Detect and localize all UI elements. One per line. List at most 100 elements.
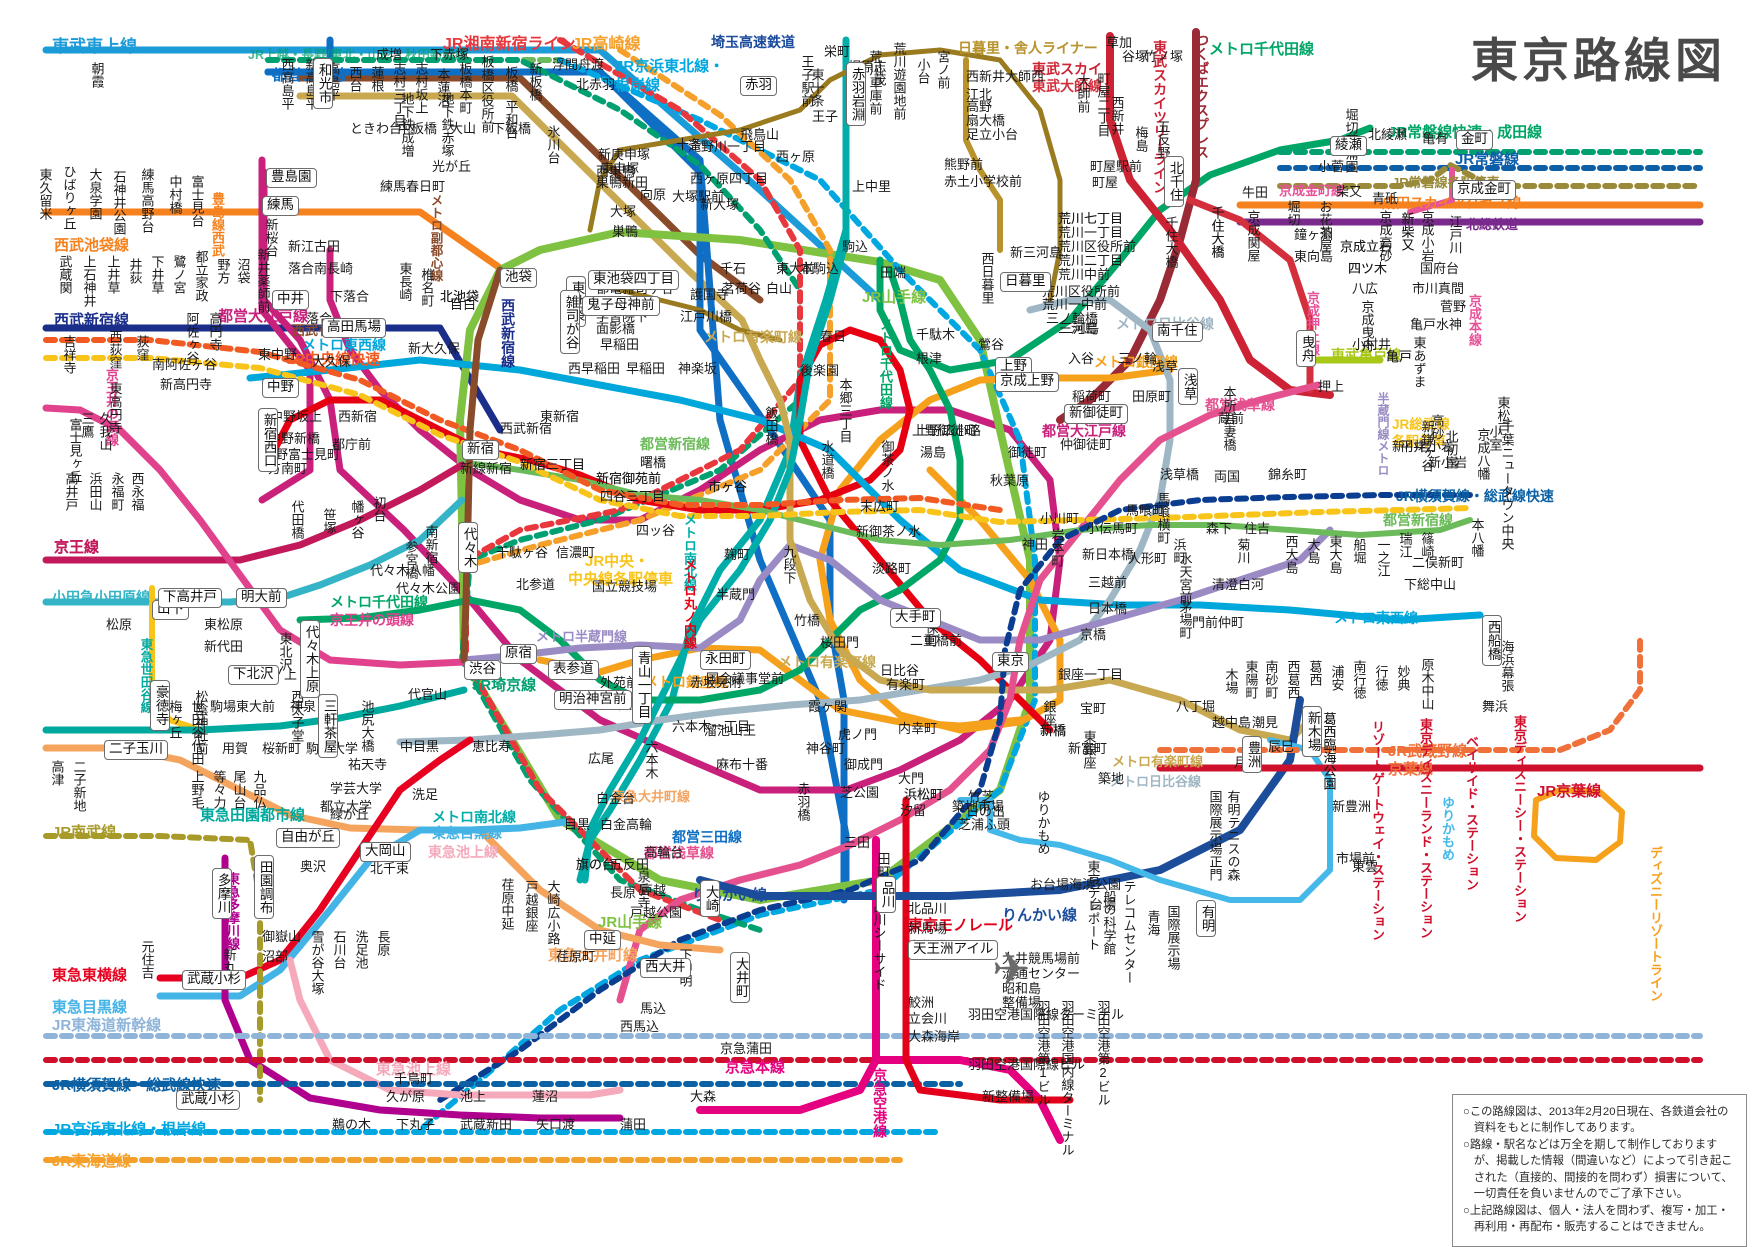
station-label[interactable]: 上石神井 — [81, 255, 97, 307]
station-label[interactable]: 浜松町 — [904, 787, 944, 802]
station-label[interactable]: 瑞江 — [1397, 532, 1413, 558]
station-label[interactable]: 浜町 — [1171, 538, 1187, 564]
station-label[interactable]: 西新宿 — [338, 409, 378, 424]
station-label[interactable]: 日の出 — [966, 804, 1006, 819]
station-label[interactable]: 平井 — [1400, 439, 1427, 454]
station-label[interactable]: 駒場東大前 — [210, 699, 276, 714]
interchange-station-label[interactable]: 青山一丁目 — [632, 646, 652, 724]
station-label[interactable]: 新宿三丁目 — [520, 457, 586, 472]
station-label[interactable]: 銀座 — [1041, 700, 1057, 726]
station-label[interactable]: 洗足池 — [353, 930, 369, 969]
station-label[interactable]: 一之江 — [1375, 538, 1391, 577]
interchange-station-label[interactable]: 品川 — [876, 876, 896, 913]
station-label[interactable]: 代々木公園 — [396, 581, 462, 596]
station-label[interactable]: 東向島 — [1294, 249, 1334, 264]
station-label[interactable]: 新三河島 — [1010, 245, 1063, 260]
station-label[interactable]: 十条 — [676, 137, 703, 152]
station-label[interactable]: 板橋区役所前 — [479, 55, 495, 133]
station-label[interactable]: 上中里 — [852, 179, 892, 194]
interchange-station-label[interactable]: 上野 — [995, 357, 1032, 377]
station-label[interactable]: 高野 — [966, 99, 993, 114]
station-label[interactable]: 荻窪 — [134, 335, 150, 361]
station-label[interactable]: 内幸町 — [898, 721, 938, 736]
station-label[interactable]: 越中島 — [1212, 715, 1252, 730]
station-label[interactable]: 北参道 — [516, 577, 556, 592]
station-label[interactable]: 森下 — [1206, 521, 1233, 536]
station-label[interactable]: 学芸大学 — [330, 781, 383, 796]
interchange-station-label[interactable]: 下高井戸 — [158, 588, 222, 608]
station-label[interactable]: 西台 — [347, 66, 363, 92]
station-label[interactable]: 西日暮里 — [979, 252, 995, 304]
station-label[interactable]: 東銀座 — [1081, 730, 1097, 769]
station-label[interactable]: 馬喰横町 — [1155, 492, 1171, 544]
station-label[interactable]: 国際展示場正門 — [1207, 790, 1223, 881]
interchange-station-label[interactable]: 日暮里 — [1000, 272, 1051, 292]
station-label[interactable]: 錦糸町 — [1268, 467, 1308, 482]
station-label[interactable]: 東雲 — [1352, 859, 1379, 874]
station-label[interactable]: 両国 — [1214, 469, 1241, 484]
station-label[interactable]: 練馬高野台 — [139, 168, 155, 233]
station-label[interactable]: 小川町 — [1040, 511, 1080, 526]
station-label[interactable]: 九段下 — [781, 545, 797, 584]
station-label[interactable]: 五反田 — [610, 857, 650, 872]
station-label[interactable]: 戸越公園 — [630, 905, 683, 920]
station-label[interactable]: 草加 — [1106, 35, 1133, 50]
station-label[interactable]: 白山 — [766, 281, 793, 296]
station-label[interactable]: 鷺ノ宮 — [171, 255, 187, 294]
station-label[interactable]: 高輪台 — [644, 845, 684, 860]
station-label[interactable]: 高津 — [49, 760, 65, 786]
station-label[interactable]: 上野広小路 — [916, 423, 982, 438]
station-label[interactable]: 羽田空港国内線ターミナル — [1059, 1000, 1075, 1156]
station-label[interactable]: 大井競馬場前 — [1002, 951, 1081, 966]
station-label[interactable]: 小室 — [1487, 425, 1503, 451]
interchange-station-label[interactable]: 東池袋四丁目 — [588, 270, 679, 290]
station-label[interactable]: 菊川 — [1235, 538, 1251, 564]
station-label[interactable]: 銀座一丁目 — [1058, 667, 1124, 682]
station-label[interactable]: 北千束 — [370, 861, 410, 876]
station-label[interactable]: 大門 — [898, 771, 925, 786]
interchange-station-label[interactable]: 綾瀬 — [1330, 136, 1367, 156]
station-label[interactable]: 九品仏 — [251, 770, 267, 809]
station-label[interactable]: 船堀 — [1351, 538, 1367, 564]
station-label[interactable]: 江戸川橋 — [680, 309, 733, 324]
station-label[interactable]: 氷川台 — [545, 125, 561, 164]
station-label[interactable]: 本駒込 — [800, 261, 840, 276]
interchange-station-label[interactable]: 京成金町 — [1452, 180, 1516, 200]
station-label[interactable]: 王子 — [812, 109, 839, 124]
station-label[interactable]: 泉岳寺 — [635, 870, 651, 909]
station-label[interactable]: 京成関屋 — [1245, 210, 1261, 262]
station-label[interactable]: 半蔵門 — [716, 587, 756, 602]
station-label[interactable]: 新整備場 — [982, 1089, 1035, 1104]
station-label[interactable]: 荒川車庫前 — [867, 50, 883, 115]
station-label[interactable]: 四ッ谷 — [636, 523, 676, 538]
station-label[interactable]: 荒川区役所前 — [1058, 239, 1137, 254]
station-label[interactable]: 西ヶ原 — [776, 149, 816, 164]
station-label[interactable]: 青砥 — [1372, 191, 1399, 206]
station-label[interactable]: 岩本町 — [1049, 528, 1065, 567]
station-label[interactable]: 北綾瀬 — [1368, 127, 1408, 142]
station-label[interactable]: 成増 — [376, 47, 403, 62]
interchange-station-label[interactable]: 下北沢 — [228, 665, 279, 685]
station-label[interactable]: 千住大橋 — [1209, 206, 1225, 258]
station-label[interactable]: 早稲田 — [600, 337, 640, 352]
station-label[interactable]: 東十条 — [809, 68, 825, 107]
station-label[interactable]: 戸越 — [640, 883, 667, 898]
station-label[interactable]: 竹橋 — [794, 613, 821, 628]
interchange-station-label[interactable]: 金町 — [1456, 130, 1493, 150]
station-label[interactable]: 新高円寺 — [160, 377, 213, 392]
station-label[interactable]: 京成立石 — [1340, 239, 1393, 254]
station-label[interactable]: 吉祥寺 — [61, 335, 77, 374]
station-label[interactable]: 上井草 — [105, 255, 121, 294]
station-label[interactable]: 巣鴨 — [612, 224, 639, 239]
station-label[interactable]: 新柴又 — [1399, 212, 1415, 251]
station-label[interactable]: 三河島 — [1060, 321, 1100, 336]
station-label[interactable]: 小菅 — [1318, 159, 1345, 174]
station-label[interactable]: お花茶屋 — [1317, 200, 1333, 252]
station-label[interactable]: 京成高砂 — [1377, 210, 1393, 262]
station-label[interactable]: 上野御徒町 — [912, 423, 978, 438]
station-label[interactable]: 末広町 — [860, 499, 900, 514]
station-label[interactable]: 門前仲町 — [1192, 615, 1245, 630]
station-label[interactable]: 海浜幕張 — [1499, 640, 1515, 692]
interchange-station-label[interactable]: 東京 — [992, 652, 1029, 672]
station-label[interactable]: 松原 — [106, 617, 133, 632]
